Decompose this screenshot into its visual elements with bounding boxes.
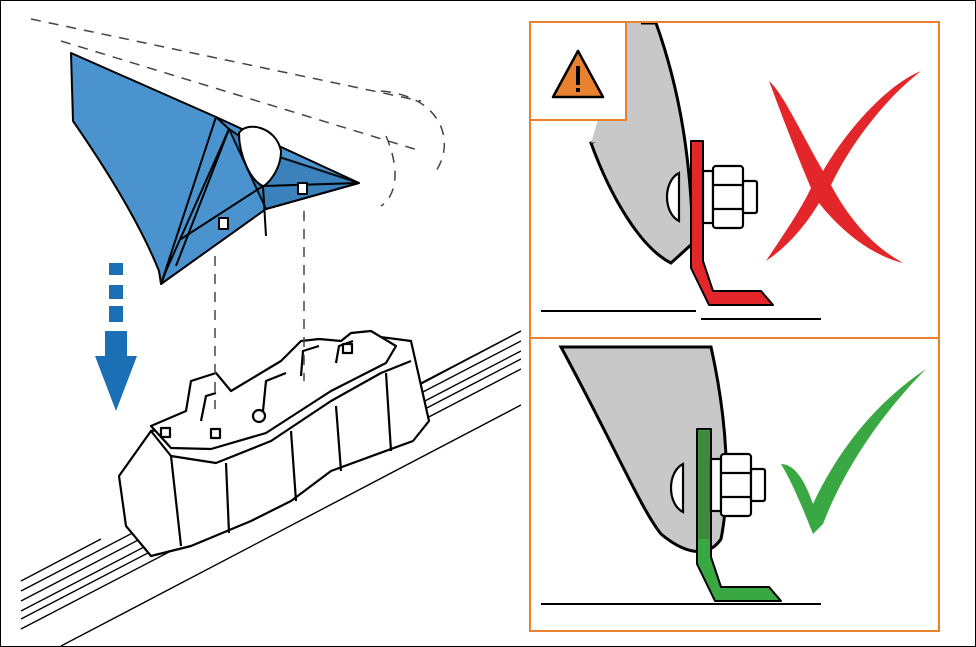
bolt bbox=[666, 164, 759, 230]
warning-triangle-icon bbox=[551, 49, 605, 99]
alignment-guides bbox=[30, 18, 446, 409]
green-checkmark-icon bbox=[781, 369, 926, 534]
panel-divider bbox=[531, 337, 938, 339]
down-arrow-icon bbox=[95, 263, 137, 411]
correct-installation bbox=[541, 345, 926, 605]
ground-line bbox=[541, 310, 821, 320]
red-cross-icon bbox=[766, 71, 921, 263]
foot-base bbox=[117, 329, 431, 558]
installation-illustration bbox=[20, 18, 521, 646]
warning-box bbox=[531, 23, 627, 121]
blue-bracket bbox=[70, 52, 360, 285]
comparison-panel bbox=[529, 21, 940, 632]
bolt bbox=[670, 452, 767, 518]
